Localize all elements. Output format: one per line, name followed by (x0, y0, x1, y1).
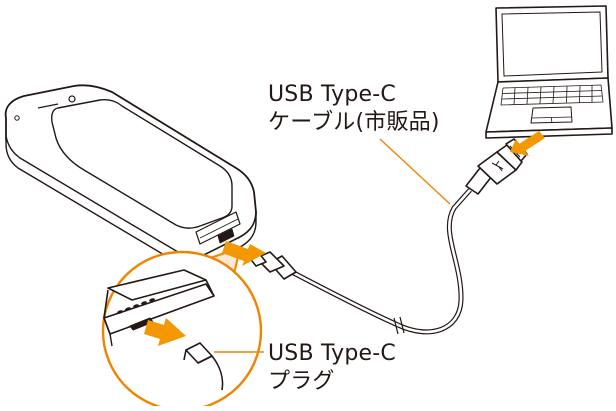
flip-phone-icon (6, 85, 256, 267)
usb-cable (288, 190, 470, 334)
plug-label-line1: USB Type-C (268, 340, 396, 368)
cable-label: USB Type-C ケーブル(市販品) (268, 81, 440, 137)
cable-label-line1: USB Type-C (268, 81, 440, 109)
laptop-icon (486, 6, 612, 138)
cable-leader-line (380, 139, 450, 204)
cable-label-line2: ケーブル(市販品) (268, 109, 440, 137)
plug-label-line2: プラグ (268, 368, 396, 396)
plug-label: USB Type-C プラグ (268, 340, 396, 396)
magnifier-callout (103, 248, 261, 406)
